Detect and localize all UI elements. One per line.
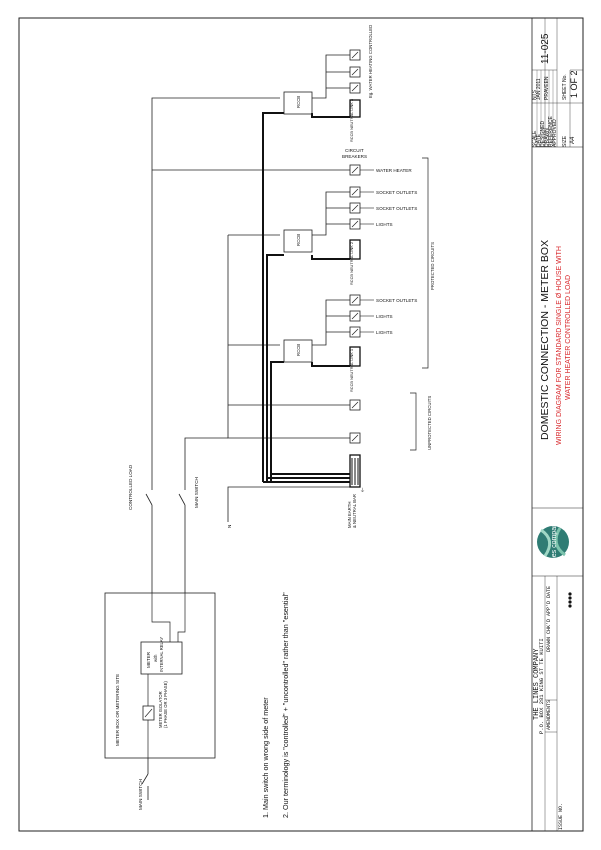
rccb-2-label: RCCB (296, 234, 301, 246)
company-logo: thelines company (537, 519, 569, 574)
scale-label: SCALE (532, 130, 538, 147)
neutral-label: N (227, 525, 232, 528)
lights-1: LIGHTS (376, 222, 393, 227)
rccb-2: RCCB SOCKET OUTLETS SOCKET OUTLETS LIGHT… (283, 186, 417, 285)
main-title: DOMESTIC CONNECTION - METER BOX (539, 240, 551, 440)
unprotected-bracket: UNPROTECTED CIRCUITS (410, 392, 432, 451)
date-label: DATE (536, 133, 542, 147)
phase-label: (1 PHASE OR 3 PHASE) (163, 681, 168, 728)
reference-label: REFERENCE (548, 115, 554, 147)
title-block: SCALE NTS DATE JAN 2011 DESIGNED DRAWN P… (531, 18, 583, 831)
company-name: THE LINES COMPANY (533, 648, 541, 720)
rccb-1-label: RCCB (296, 344, 301, 356)
main-earth-neutral-bar: ⏚ MAIN EARTH & NEUTRAL BAR (347, 454, 365, 528)
scale-value: NTS (532, 89, 538, 100)
svg-text:⏚: ⏚ (360, 487, 365, 494)
meter-isolator (142, 705, 155, 721)
socket-outlets-3: SOCKET OUTLETS (376, 298, 417, 303)
drawn-value: PRAVEEN (544, 76, 550, 100)
logo-text: thelines company (551, 519, 558, 574)
revision-dots (568, 592, 572, 608)
socket-outlets-1: SOCKET OUTLETS (376, 190, 417, 195)
drawing-number: 11-025 (540, 33, 551, 64)
size-value: A4 (570, 136, 576, 144)
circuit-breakers-label-2: BREAKERS (342, 154, 367, 159)
meter-label: METER (146, 651, 151, 668)
main-switch-label: MAIN SWITCH (194, 477, 199, 508)
subtitle-line-2: WATER HEATER CONTROLLED LOAD (565, 275, 572, 400)
rccb-neutral-link-3: RCCB NEUTRAL LINK 3 (349, 99, 354, 142)
socket-outlets-2: SOCKET OUTLETS (376, 206, 417, 211)
sheet-border (18, 17, 584, 832)
lights-3: LIGHTS (376, 330, 393, 335)
note-1: 1. Main switch on wrong side of meter (261, 697, 270, 818)
circuit-breakers-label-1: CIRCUIT (345, 148, 364, 153)
earth-neutral-bus (262, 112, 350, 483)
main-switch-incoming-label: MAIN SWITCH (138, 779, 143, 810)
meter-with-label: with (153, 654, 158, 662)
meter (140, 641, 183, 675)
sheet-value: 1 OF 2 (569, 70, 579, 98)
controlled-load-label: CONTROLLED LOAD (128, 464, 133, 510)
approved-label: APPROVED (552, 119, 558, 147)
meter-isolator-label: METER ISOLATOR (158, 691, 163, 728)
water-heating-controlled: Eg. WATER HEATING CONTROLLED (368, 25, 373, 98)
rccb-3: RCCB RCCB NEUTRAL LINK 3 Eg. WATER HEATI… (283, 25, 373, 142)
water-heater-breaker: WATER HEATER (349, 164, 412, 176)
main-switch-incoming: MAIN SWITCH (138, 758, 149, 810)
rccb-3-label: RCCB (296, 96, 301, 108)
amendments-label: AMENDMENTS (546, 700, 552, 730)
unprotected-circuits-label: UNPROTECTED CIRCUITS (427, 396, 432, 450)
drawn-checked-label: DRAWN CHK'D APP'D DATE (546, 586, 552, 652)
sheet-label: SHEET No. (562, 74, 568, 100)
supply-feeds: CONTROLLED LOAD MAIN SWITCH N (128, 97, 350, 593)
subtitle-line-1: WIRING DIAGRAM FOR STANDARD SINGLE Ø HOU… (556, 246, 563, 445)
designed-label: DESIGNED (540, 120, 546, 147)
meter-box: METER BOX OR METERING SITE METER with IN… (104, 592, 216, 759)
note-2: 2. Our terminology is "controlled" + "un… (281, 592, 290, 818)
lights-2: LIGHTS (376, 314, 393, 319)
internal-relay-label: INTERNAL RELAY (159, 637, 164, 672)
protected-circuits-label: PROTECTED CIRCUITS (430, 242, 435, 290)
unprotected-breakers (349, 399, 361, 444)
protected-bracket: PROTECTED CIRCUITS (422, 157, 435, 369)
issue-no-label: ISSUE NO. (558, 803, 564, 830)
neutral-bar-label: & NEUTRAL BAR (352, 494, 357, 528)
meter-box-label: METER BOX OR METERING SITE (115, 674, 120, 746)
rccb-1: RCCB SOCKET OUTLETS LIGHTS LIGHTS RCCB N… (283, 294, 417, 392)
rccb-neutral-link-2: RCCB NEUTRAL LINK 2 (349, 242, 354, 285)
water-heater-label: WATER HEATER (376, 168, 412, 173)
size-label: SIZE (562, 135, 568, 147)
main-earth-label: MAIN EARTH (347, 502, 352, 528)
date-value: JAN 2011 (536, 78, 542, 100)
drawn-label: DRAWN (544, 128, 550, 147)
rccb-neutral-link-1: RCCB NEUTRAL LINK 1 (349, 349, 354, 392)
company-address: P.O. BOX 281 KING ST TE KUITI (538, 638, 545, 734)
